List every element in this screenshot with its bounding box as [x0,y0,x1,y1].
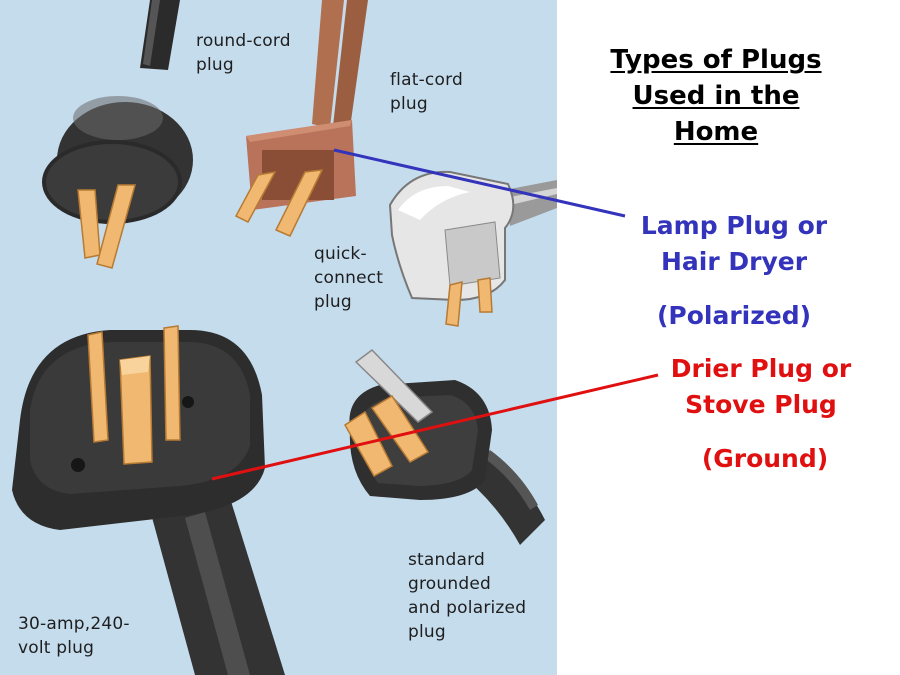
round-cord-plug-drawing [42,0,193,269]
lamp-callout-line2: Hair Dryer [660,247,808,276]
flat-cord-plug-drawing [234,0,368,237]
label-round-cord-line2: plug [196,55,234,75]
drier-pointer-line [211,373,659,481]
lamp-pointer-line [333,148,626,218]
label-flat-cord: flat-cord plug [390,68,463,116]
slide-title: Types of Plugs Used in the Home [585,42,847,150]
ground-note: (Ground) [634,441,896,477]
lamp-plug-callout: Lamp Plug or Hair Dryer [600,208,868,280]
label-round-cord-line1: round-cord [196,31,291,51]
label-standard-line1: standard [408,550,486,570]
quick-connect-plug-drawing [388,170,557,327]
label-thirty-amp-line2: volt plug [18,638,95,658]
label-flat-cord-line2: plug [390,94,428,114]
polarized-note-text: (Polarized) [656,301,812,330]
label-standard-line2: grounded [408,574,491,594]
slide-title-line3: Home [673,117,759,147]
label-quick-connect-line2: connect [314,268,384,288]
ground-note-text: (Ground) [701,444,829,473]
drier-plug-callout: Drier Plug or Stove Plug [630,351,892,423]
slide-title-line1: Types of Plugs [610,45,822,75]
drier-callout-line2: Stove Plug [685,390,837,419]
label-quick-connect: quick- connect plug [314,242,383,314]
standard-plug-drawing [343,349,545,545]
label-thirty-amp: 30-amp,240- volt plug [18,612,130,660]
slide-title-line2: Used in the [632,81,800,111]
label-quick-connect-line3: plug [314,292,352,312]
label-quick-connect-line1: quick- [314,244,367,264]
polarized-note: (Polarized) [600,298,868,334]
lamp-callout-line1: Lamp Plug or [640,211,828,240]
label-standard: standard grounded and polarized plug [408,548,526,644]
label-round-cord: round-cord plug [196,29,291,77]
label-thirty-amp-line1: 30-amp,240- [18,614,130,634]
label-standard-line4: plug [408,622,446,642]
label-flat-cord-line1: flat-cord [390,70,463,90]
thirty-amp-plug-drawing [12,325,285,675]
drier-callout-line1: Drier Plug or [670,354,852,383]
label-standard-line3: and polarized [408,598,527,618]
